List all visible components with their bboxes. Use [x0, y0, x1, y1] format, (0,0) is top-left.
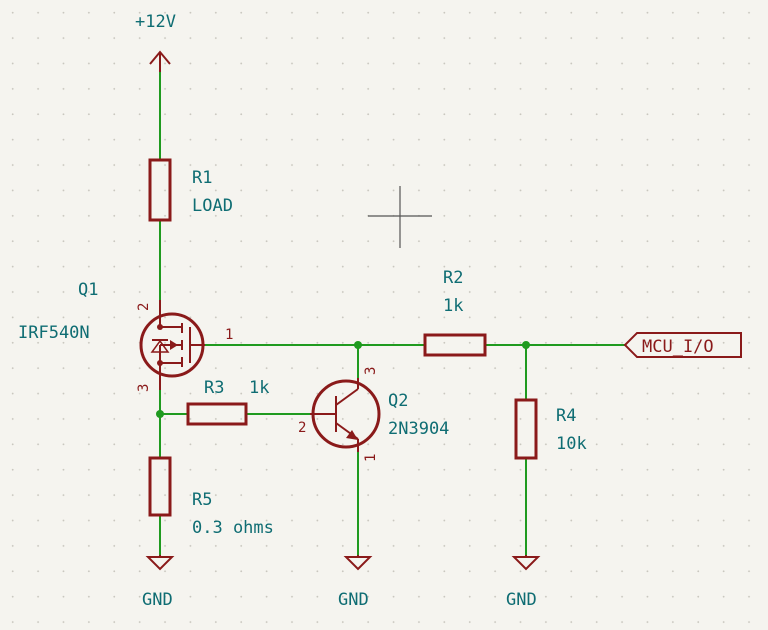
r3-resistor[interactable]: R3 1k — [186, 378, 269, 426]
r3-value: 1k — [249, 378, 269, 398]
q2-value: 2N3904 — [388, 419, 449, 439]
r1-resistor[interactable]: R1 LOAD — [148, 158, 233, 222]
junction-io-node — [522, 341, 530, 349]
q1-pin-source: 3 — [136, 384, 152, 392]
r4-resistor[interactable]: R4 10k — [514, 398, 587, 460]
gnd-symbol-3[interactable]: GND — [506, 555, 541, 610]
gnd-label-1: GND — [142, 590, 173, 610]
crosshair-cursor-icon — [368, 186, 432, 248]
gnd-label-3: GND — [506, 590, 537, 610]
gnd-symbol-1[interactable]: GND — [142, 555, 175, 610]
wires — [159, 70, 625, 555]
q2-pin-collector: 3 — [363, 367, 379, 375]
r5-resistor[interactable]: R5 0.3 ohms — [148, 456, 274, 538]
mcu-io-net-label[interactable]: MCU_I/O — [623, 332, 742, 358]
q2-pin-base: 2 — [298, 420, 306, 436]
r4-ref: R4 — [556, 406, 576, 426]
r5-ref: R5 — [192, 490, 212, 510]
r1-ref: R1 — [192, 168, 212, 188]
r2-resistor[interactable]: R2 1k — [423, 268, 487, 357]
r1-value: LOAD — [192, 196, 233, 216]
vcc-symbol[interactable]: +12V — [135, 12, 176, 72]
q2-pin-emitter: 1 — [363, 454, 379, 462]
q2-npn-transistor[interactable]: 2 3 1 Q2 2N3904 — [298, 367, 449, 462]
gnd-label-2: GND — [338, 590, 369, 610]
q1-ref: Q1 — [78, 280, 98, 300]
r5-value: 0.3 ohms — [192, 518, 274, 538]
junction-source-node — [156, 410, 164, 418]
r4-value: 10k — [556, 434, 587, 454]
r2-value: 1k — [443, 296, 463, 316]
gnd-symbol-2[interactable]: GND — [338, 555, 373, 610]
vcc-label: +12V — [135, 12, 176, 32]
q2-ref: Q2 — [388, 391, 408, 411]
r3-ref: R3 — [204, 378, 224, 398]
mcu-io-label-text: MCU_I/O — [642, 337, 714, 357]
junction-gate-node — [354, 341, 362, 349]
r2-ref: R2 — [443, 268, 463, 288]
q1-pin-gate: 1 — [225, 327, 233, 343]
q1-mosfet[interactable]: 1 2 3 Q1 IRF540N — [18, 280, 233, 392]
q1-pin-drain: 2 — [136, 303, 152, 311]
q1-value: IRF540N — [18, 323, 90, 343]
